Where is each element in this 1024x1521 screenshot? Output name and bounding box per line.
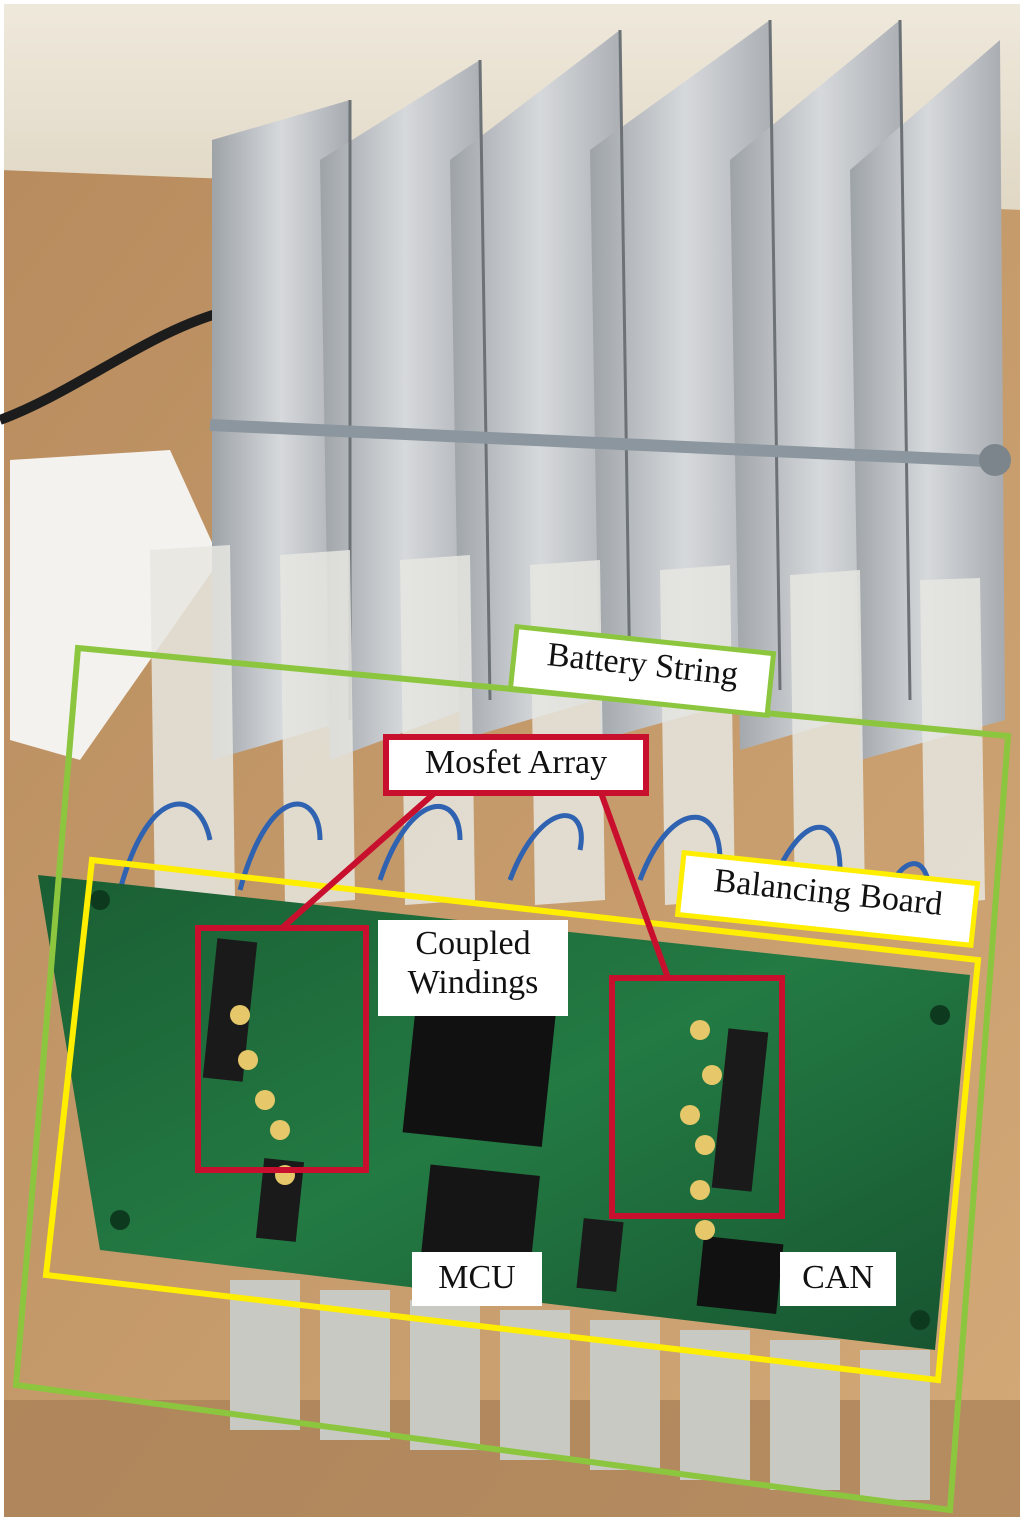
rod-nut-right <box>979 444 1011 476</box>
mosfet-array-label-frame <box>383 734 649 796</box>
threaded-rod <box>209 419 1011 468</box>
battery-string-label-frame <box>507 623 777 719</box>
coupled-windings-line2: Windings <box>407 964 539 1002</box>
mosfet-leader-left <box>280 787 440 931</box>
balancing-board-outline <box>42 856 982 1384</box>
can-label: CAN <box>780 1252 896 1306</box>
balancing-board-label-frame <box>674 850 981 949</box>
mcu-label: MCU <box>412 1252 542 1306</box>
mosfet-array-label: Mosfet Array <box>424 744 608 781</box>
mounting-holes <box>90 890 950 1330</box>
bottom-terminals <box>230 1280 930 1500</box>
mosfet-leader-right <box>597 788 671 980</box>
paper-sheet <box>10 450 220 760</box>
black-cable <box>0 305 232 425</box>
coupled-windings-line1: Coupled <box>415 925 531 962</box>
mosfet-array-right-box <box>609 975 785 1219</box>
coupled-windings-label: Coupled Windings <box>378 920 568 1016</box>
